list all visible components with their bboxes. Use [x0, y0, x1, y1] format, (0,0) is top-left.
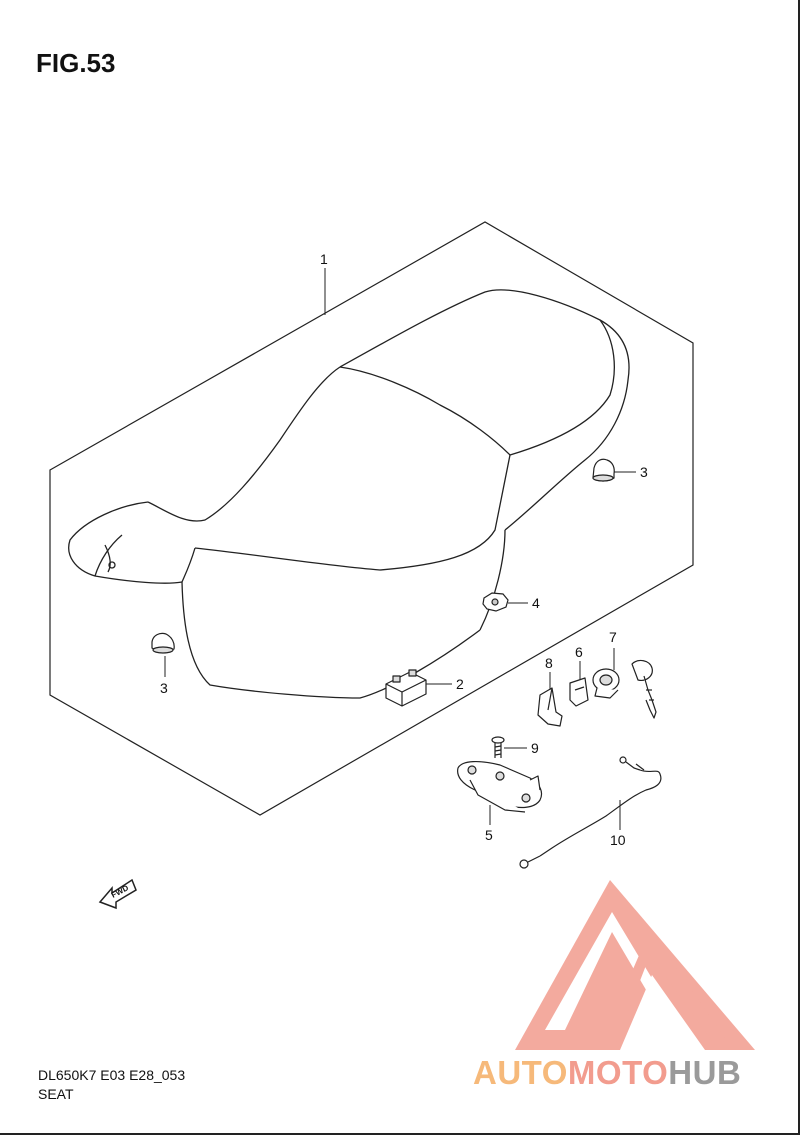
damper-part[interactable] — [385, 669, 427, 707]
model-code: DL650K7 E03 E28_053 — [38, 1067, 186, 1083]
clip-part[interactable] — [569, 677, 589, 707]
lock-bracket-part[interactable] — [457, 761, 543, 813]
callout-7: 7 — [609, 629, 617, 645]
seat-part[interactable] — [68, 289, 630, 699]
nut-part[interactable] — [482, 592, 509, 612]
lock-set-part[interactable] — [592, 659, 657, 719]
cable-part[interactable] — [519, 756, 662, 869]
callout-3a: 3 — [640, 464, 648, 480]
fwd-arrow-icon: FWD — [98, 878, 137, 910]
watermark-logo-icon — [515, 880, 755, 1050]
callout-10: 10 — [610, 832, 626, 848]
cushion-part-right[interactable] — [592, 458, 615, 482]
assembly-outline — [49, 221, 694, 816]
bracket-part[interactable] — [537, 687, 563, 727]
callout-3b: 3 — [160, 680, 168, 696]
section-name: SEAT — [38, 1086, 74, 1102]
callout-5: 5 — [485, 827, 493, 843]
callout-4: 4 — [532, 595, 540, 611]
callout-1: 1 — [320, 251, 328, 267]
callout-8: 8 — [545, 655, 553, 671]
figure-title: FIG.53 — [36, 48, 116, 78]
callout-9: 9 — [531, 740, 539, 756]
screw-part[interactable] — [491, 736, 505, 758]
cushion-part-left[interactable] — [151, 632, 175, 654]
callout-6: 6 — [575, 644, 583, 660]
callout-2: 2 — [456, 676, 464, 692]
watermark-brand-text: AUTOMOTOHUB — [473, 1054, 742, 1091]
